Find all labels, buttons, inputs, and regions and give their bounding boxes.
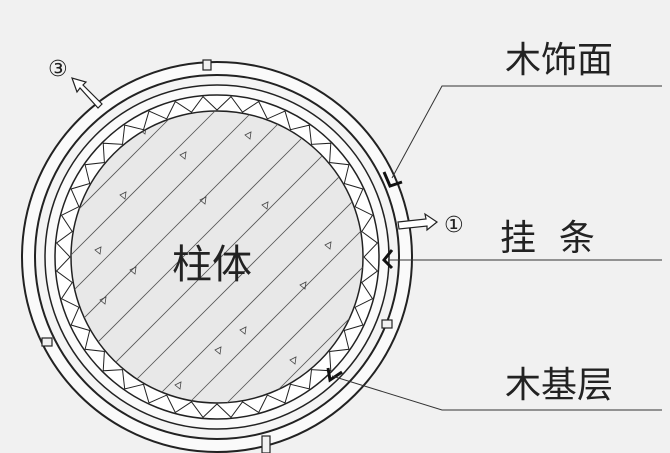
label-wood-base-layer: 木基层 bbox=[505, 365, 613, 406]
hanging-strip-mark bbox=[381, 249, 394, 270]
aggregate-mark bbox=[299, 281, 307, 290]
veneer-joint-right bbox=[381, 319, 393, 329]
veneer-joint-top bbox=[202, 59, 212, 71]
aggregate-mark bbox=[99, 296, 107, 305]
zigzag-hatch bbox=[55, 95, 379, 419]
aggregate-mark bbox=[289, 356, 297, 365]
aggregate-mark bbox=[199, 196, 207, 205]
aggregate-mark bbox=[174, 381, 182, 390]
hatch-line bbox=[71, 111, 232, 403]
leader-wood-veneer bbox=[391, 85, 662, 179]
arrow-1-icon bbox=[397, 212, 439, 232]
hanging-strip-mark bbox=[382, 171, 403, 188]
marker-1: ① bbox=[444, 213, 464, 238]
veneer-joint-left bbox=[41, 337, 53, 347]
marker-3: ③ bbox=[48, 57, 68, 82]
aggregate-mark bbox=[244, 131, 252, 140]
veneer-joint-bottom bbox=[261, 435, 271, 453]
hatch-line bbox=[134, 111, 363, 403]
aggregate-mark bbox=[179, 151, 187, 160]
arrow-3-icon bbox=[71, 77, 103, 109]
label-hanging-strip: 挂 条 bbox=[500, 218, 595, 259]
aggregate-mark bbox=[261, 201, 269, 210]
aggregate-mark bbox=[119, 191, 127, 200]
leader-wood-base bbox=[331, 375, 662, 411]
hatch-line bbox=[96, 111, 363, 403]
aggregate-mark bbox=[94, 246, 102, 255]
hatch-line bbox=[71, 111, 308, 403]
aggregate-mark bbox=[214, 346, 222, 355]
zigzag-line bbox=[55, 95, 379, 419]
column-body bbox=[70, 110, 364, 404]
hatch-line bbox=[172, 111, 363, 403]
aggregate-mark bbox=[324, 241, 332, 250]
hatch-line bbox=[71, 111, 270, 403]
aggregate-mark bbox=[129, 266, 137, 275]
aggregate-mark bbox=[239, 326, 247, 335]
hanging-strip-mark bbox=[326, 367, 343, 383]
label-wood-veneer: 木饰面 bbox=[505, 40, 613, 81]
label-column-body: 柱体 bbox=[172, 242, 252, 288]
